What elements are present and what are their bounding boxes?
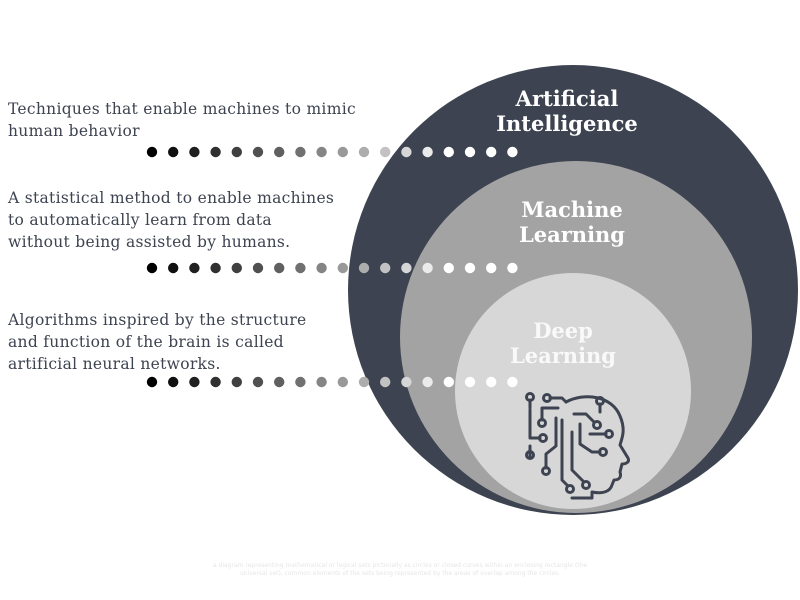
dl-circle-label: Deep Learning [510,318,616,368]
connector-dot-ai [231,146,242,158]
connector-dot-ai [210,146,221,158]
connector-dot-ml [401,262,412,274]
connector-dot-ml [443,262,454,274]
connector-dot-ml [274,262,285,274]
connector-dot-dl [380,376,391,388]
connector-dot-ml [464,262,476,274]
connector-dot-ai [146,146,158,158]
connector-dot-ml [189,262,200,274]
connector-dot-dl [231,376,242,388]
connector-dot-dl [422,376,433,388]
connector-dot-ml [231,262,242,274]
connector-dot-dl [295,376,306,388]
diagram-caption: a diagram representing mathematical or l… [212,562,588,577]
connector-dot-ai [486,146,497,158]
connector-dots [146,146,518,388]
connector-dot-ai [252,146,264,158]
ai-circle-label: Artificial Intelligence [496,86,638,136]
connector-dot-dl [401,376,412,388]
connector-dot-dl [316,376,327,388]
connector-dot-ml [210,262,221,274]
connector-dot-ml [168,262,179,274]
ai-description: Techniques that enable machines to mimic… [8,100,356,140]
connector-dot-ml [295,262,306,274]
connector-dot-ai [295,146,306,158]
dl-circle [455,273,691,509]
connector-dot-ai [358,146,370,158]
connector-dot-ml [422,262,433,274]
connector-dot-ml [146,262,158,274]
connector-dot-ai [274,146,285,158]
connector-dot-dl [486,376,497,388]
connector-dot-ai [168,146,179,158]
connector-dot-ai [380,146,391,158]
connector-dot-ml [252,262,264,274]
connector-dot-ml [486,262,497,274]
connector-dot-dl [337,376,348,388]
connector-dot-ml [507,262,518,274]
ai-head-circuit-icon [525,392,630,500]
connector-dot-dl [146,376,158,388]
connector-dot-ai [316,146,327,158]
connector-dot-dl [464,376,476,388]
connector-dot-ai [422,146,433,158]
connector-dot-ai [507,146,518,158]
ml-circle-label: Machine Learning [519,197,625,247]
connector-dot-dl [189,376,200,388]
connector-dot-dl [274,376,285,388]
connector-dot-ml [337,262,348,274]
ml-description: A statistical method to enable machines … [8,189,335,251]
connector-dot-ai [401,146,412,158]
connector-dot-dl [168,376,179,388]
connector-dot-dl [443,376,454,388]
connector-dot-ai [337,146,348,158]
connector-dot-ai [189,146,200,158]
connector-dot-dl [210,376,221,388]
connector-dot-ml [358,262,370,274]
connector-dot-ml [380,262,391,274]
connector-dot-dl [252,376,264,388]
connector-dot-ai [443,146,454,158]
connector-dot-ml [316,262,327,274]
connector-dot-ai [464,146,476,158]
dl-description: Algorithms inspired by the structure and… [8,311,307,373]
connector-dot-dl [358,376,370,388]
connector-dot-dl [507,376,518,388]
